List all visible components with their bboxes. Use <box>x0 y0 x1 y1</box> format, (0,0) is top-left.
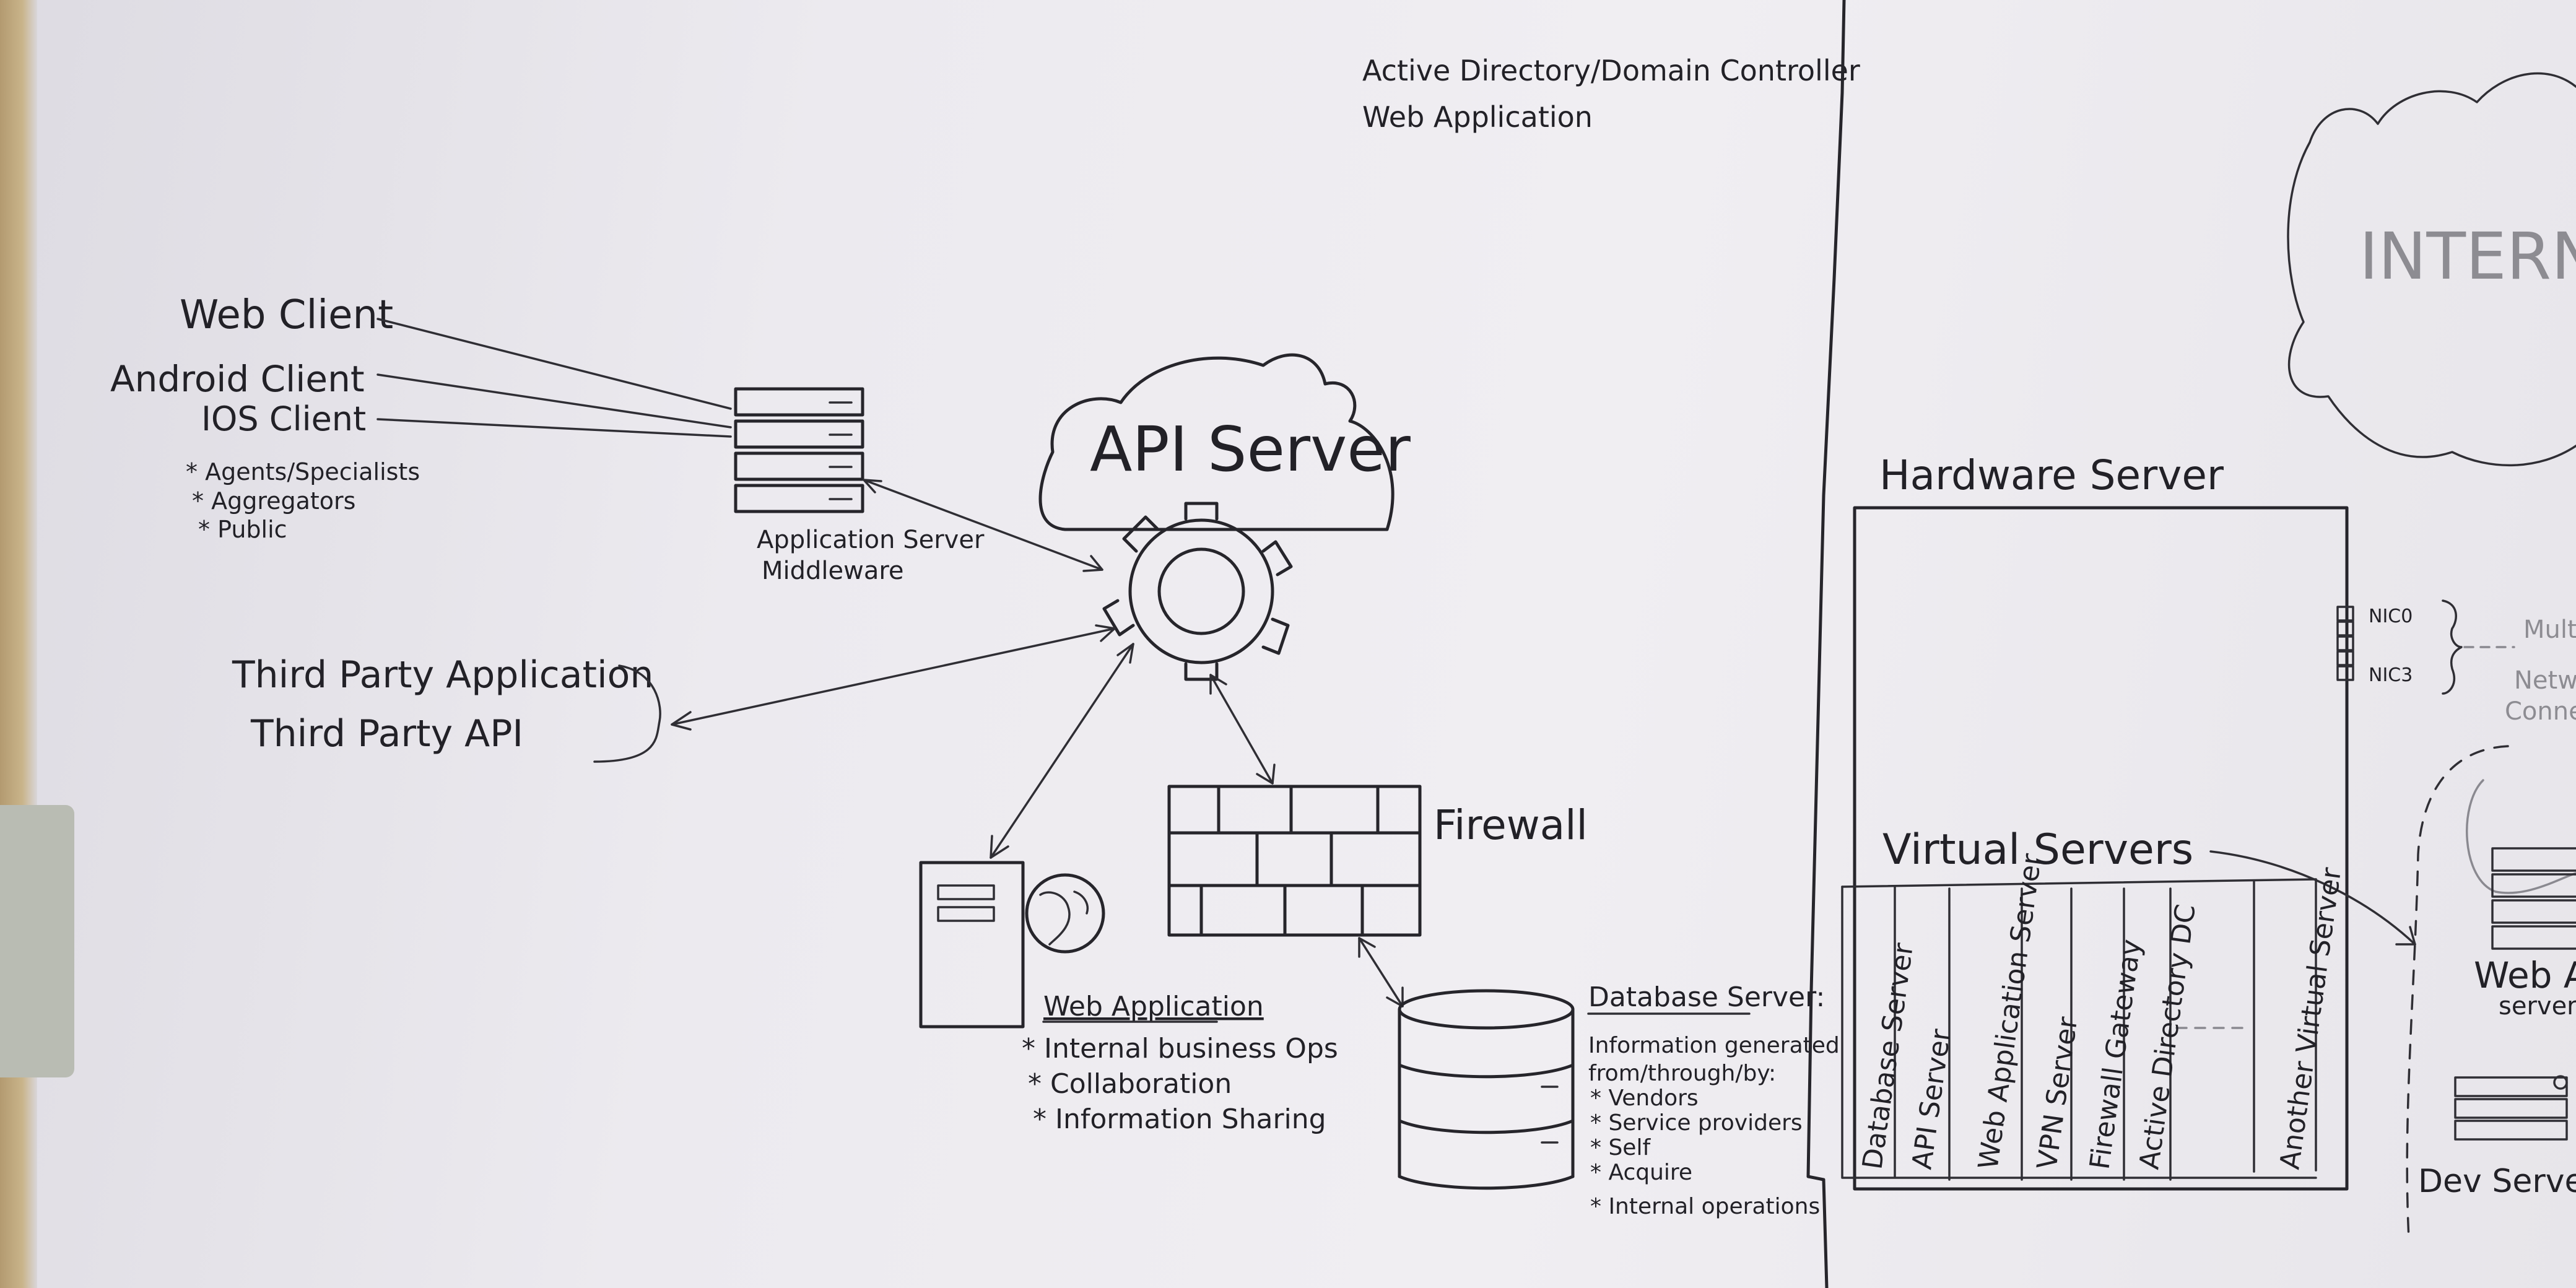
internet-cloud-icon <box>2287 141 2576 467</box>
database-icon <box>1398 989 1575 1190</box>
application-server-icon <box>734 387 864 513</box>
app-server-label: Application Server <box>757 526 985 554</box>
third-party-app: Third Party Application <box>232 653 653 697</box>
connect-label: Connect <box>2505 697 2576 726</box>
virtual-servers-top <box>1841 878 2317 888</box>
nic0-label: NIC0 <box>2369 606 2413 627</box>
database-desc-1: Information generated <box>1588 1033 1840 1058</box>
database-title: Database Server: <box>1588 981 1825 1013</box>
firewall-icon <box>1167 785 1422 937</box>
connector-firewall-db <box>1358 937 1404 1007</box>
api-server-label: API Server <box>1090 413 1411 485</box>
db-source-vendors: * Vendors <box>1590 1086 1699 1111</box>
vs-web-application-server: Web Application Server <box>1972 851 2048 1171</box>
webapp-use-sharing: * Information Sharing <box>1033 1103 1326 1135</box>
vs-vpn-server: VPN Server <box>2031 1014 2084 1171</box>
vs-another: Another Virtual Server <box>2274 865 2348 1171</box>
divider-line <box>1806 0 1846 1288</box>
db-source-providers: * Service providers <box>1590 1110 1803 1136</box>
audience-public: * Public <box>198 516 287 543</box>
right-dev-server-label: Dev Server <box>2418 1163 2576 1200</box>
connector-third-party <box>671 627 1116 726</box>
network-label: Netw <box>2514 666 2576 695</box>
nic-ports-icon <box>2336 606 2354 681</box>
connector-android-client <box>376 373 732 429</box>
note-active-directory: Active Directory/Domain Controller <box>1362 54 1860 87</box>
middleware-label: Middleware <box>762 557 904 585</box>
client-web: Web Client <box>180 292 393 338</box>
connector-api-webapp <box>990 643 1134 859</box>
api-cloud-icon <box>1038 353 1395 531</box>
web-application-title: Web Application <box>1043 991 1264 1022</box>
web-application-icon <box>919 861 1105 1029</box>
webapp-use-collaboration: * Collaboration <box>1028 1068 1232 1100</box>
connector-virtual-webapp <box>2209 850 2416 946</box>
virtual-server-columns <box>1841 878 2317 1181</box>
nic3-label: NIC3 <box>2369 664 2413 686</box>
client-android: Android Client <box>110 358 365 400</box>
virtual-servers-title: Virtual Servers <box>1882 825 2193 874</box>
client-ios: IOS Client <box>201 399 366 438</box>
right-dashed-boundary <box>2406 745 2509 1240</box>
nic-brace <box>2442 599 2463 695</box>
right-server-label: server <box>2499 992 2576 1020</box>
third-party-api: Third Party API <box>250 712 523 755</box>
connector-web-client <box>376 318 732 410</box>
multi-label: Mult <box>2523 616 2576 644</box>
webapp-use-internal: * Internal business Ops <box>1022 1033 1338 1064</box>
third-party-brace <box>593 664 661 763</box>
connector-ios-client <box>376 418 732 438</box>
whiteboard-clip <box>0 805 74 1077</box>
hardware-server-title: Hardware Server <box>1879 451 2224 499</box>
connector-app-api <box>863 479 1103 571</box>
firewall-label: Firewall <box>1434 801 1588 849</box>
note-web-application: Web Application <box>1362 100 1593 134</box>
db-source-acquire: * Acquire <box>1590 1160 1692 1185</box>
db-source-self: * Self <box>1590 1135 1651 1160</box>
internet-label: INTERNE <box>2359 219 2576 294</box>
hardware-server-box <box>1853 506 2349 1191</box>
right-web-server-icon <box>2491 847 2576 950</box>
audience-aggregators: * Aggregators <box>192 487 355 515</box>
gear-icon <box>1102 502 1293 681</box>
db-source-internal: * Internal operations <box>1590 1194 1820 1219</box>
audience-agents: * Agents/Specialists <box>186 458 420 485</box>
right-web-app-label: Web A <box>2474 954 2576 996</box>
right-cloud-icon <box>2466 779 2576 894</box>
connector-api-firewall <box>1209 674 1274 785</box>
database-desc-2: from/through/by: <box>1588 1061 1776 1086</box>
right-dev-server-icon <box>2454 1075 2568 1141</box>
